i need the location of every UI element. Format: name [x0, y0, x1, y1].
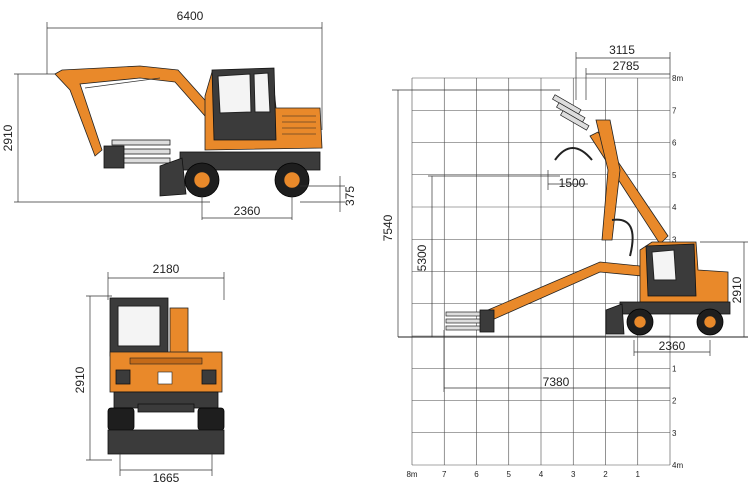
range-raised-boom [589, 131, 669, 245]
side-height-label: 2910 [1, 124, 15, 151]
front-view: 2180 2910 1665 [73, 262, 225, 485]
side-boom [54, 65, 213, 157]
range-raised-grab [552, 94, 634, 257]
range-x-ticks: 8m 7 6 5 4 3 2 1 [406, 470, 640, 479]
y-tick-label: 2 [672, 397, 677, 406]
y-tick-label: 8m [672, 74, 683, 83]
y-tick-label: 5 [672, 171, 677, 180]
x-tick-label: 6 [474, 470, 479, 479]
x-tick-label: 3 [571, 470, 576, 479]
range-dim-2785: 2785 [613, 59, 640, 73]
x-tick-label: 5 [507, 470, 512, 479]
x-tick-label: 7 [442, 470, 447, 479]
y-tick-label: 7 [672, 106, 677, 115]
y-tick-label: 1 [672, 364, 677, 373]
front-height-label: 2910 [73, 366, 87, 393]
range-cab-window [651, 249, 677, 281]
front-boom [169, 307, 189, 357]
front-left-wheel [107, 407, 135, 431]
side-clearance-label: 375 [343, 186, 357, 206]
y-tick-label: 6 [672, 139, 677, 148]
y-tick-label: 4 [672, 203, 677, 212]
range-max-reach-label: 7380 [543, 375, 570, 389]
x-tick-label: 8m [406, 470, 417, 479]
range-machine-height-label: 2910 [730, 276, 744, 303]
front-right-wheel [197, 407, 225, 431]
y-tick-label: 3 [672, 235, 677, 244]
range-lowered-grab [445, 309, 495, 333]
range-raised-arm [595, 119, 621, 241]
front-cab-window [117, 305, 161, 347]
front-track-label: 1665 [153, 471, 180, 485]
range-grab-offset-label: 1500 [559, 176, 586, 190]
y-tick-label: 3 [672, 429, 677, 438]
side-grab [103, 139, 171, 169]
x-tick-label: 4 [539, 470, 544, 479]
side-view: 6400 2910 [1, 9, 357, 220]
range-dim-3115: 3115 [609, 43, 635, 57]
x-tick-label: 1 [636, 470, 641, 479]
range-reach-height-label: 7540 [381, 214, 395, 241]
range-dozer-blade [605, 303, 625, 335]
front-width-label: 2180 [153, 262, 180, 276]
y-tick-label: 4m [672, 461, 683, 470]
front-dozer-blade [107, 429, 225, 455]
side-wheelbase-label: 2360 [234, 204, 261, 218]
side-cab-window [217, 73, 252, 114]
range-grab-height-label: 5300 [415, 244, 429, 271]
range-wheelbase-label: 2360 [659, 339, 686, 353]
x-tick-label: 2 [603, 470, 608, 479]
side-dozer-blade [159, 157, 187, 197]
side-length-label: 6400 [177, 9, 204, 23]
